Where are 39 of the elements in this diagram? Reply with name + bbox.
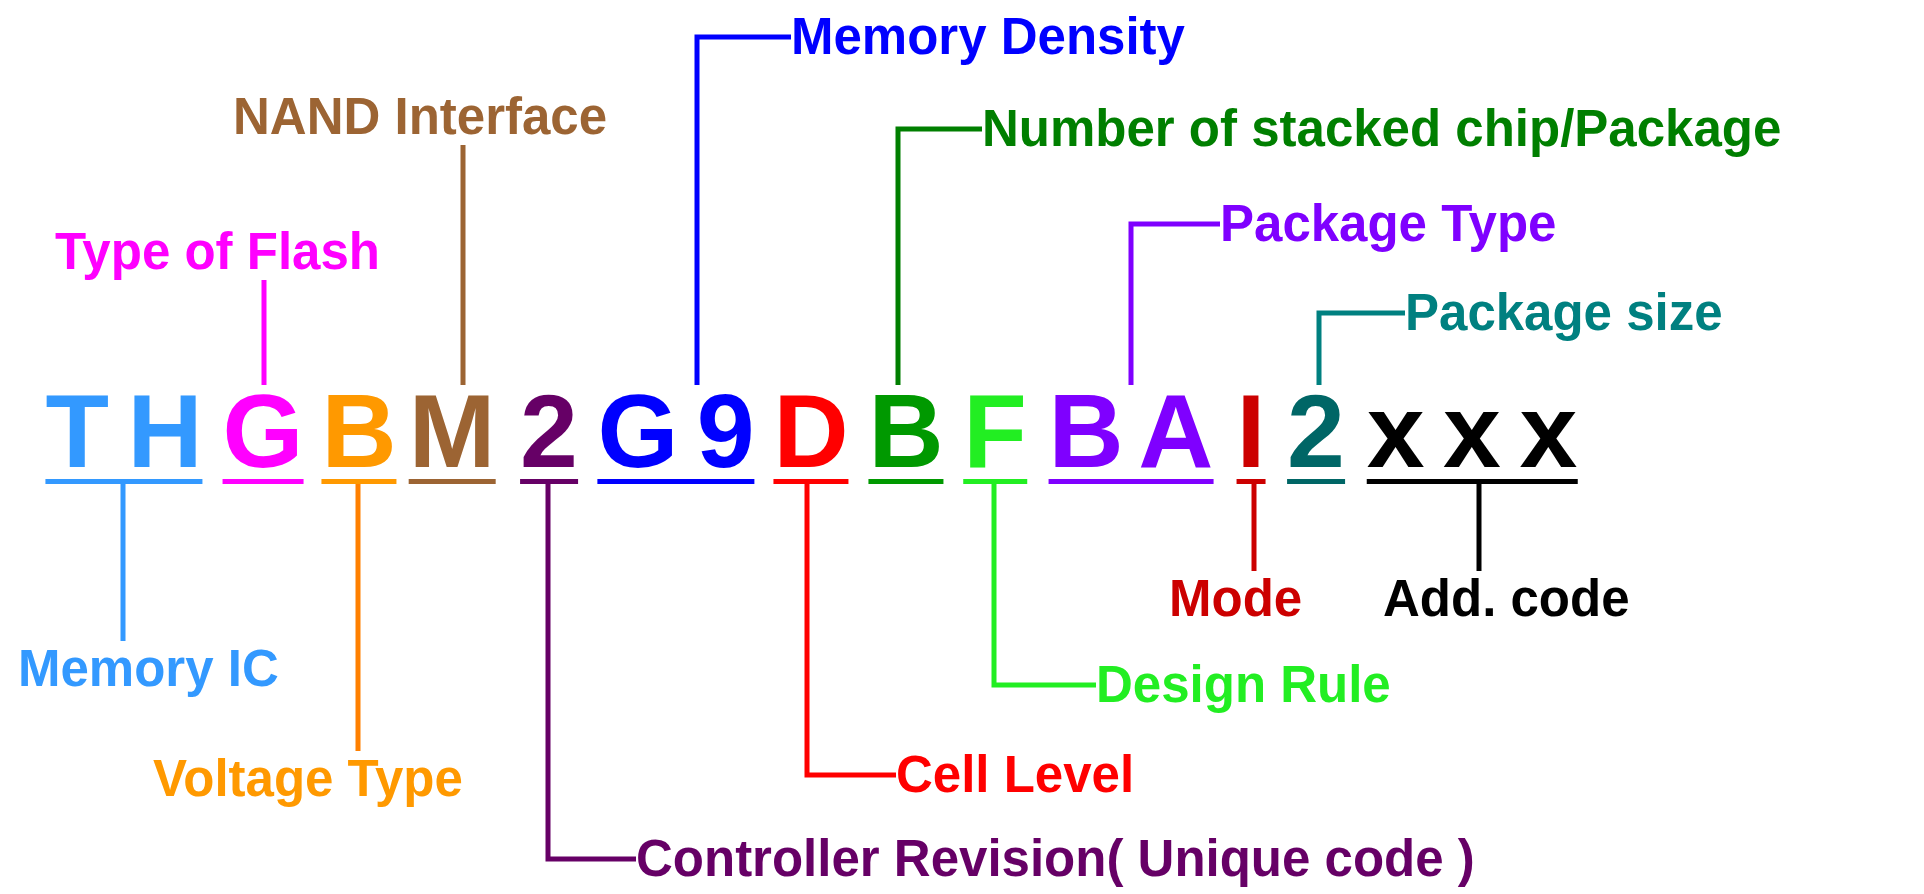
part-code-letters: D	[773, 385, 849, 484]
leader-line	[355, 484, 361, 751]
part-code-letters: I	[1236, 385, 1266, 484]
leader-line	[991, 484, 1096, 688]
leader-line	[460, 145, 466, 385]
part-code-letters: 2	[1287, 385, 1345, 484]
leader-line	[1316, 310, 1405, 385]
leader-line	[261, 280, 267, 385]
field-label: Package Type	[1220, 196, 1557, 252]
field-label: Voltage Type	[153, 751, 463, 807]
leader-line	[694, 34, 791, 385]
part-code-letters: x x x	[1366, 385, 1578, 484]
part-code-letters: B	[868, 385, 944, 484]
part-code-letters: B	[321, 385, 397, 484]
part-code-letters: 2	[520, 385, 578, 484]
field-label: NAND Interface	[233, 89, 608, 145]
leader-line	[804, 484, 896, 778]
leader-line	[545, 484, 636, 862]
field-label: Memory Density	[791, 9, 1185, 65]
part-code-letters: F	[963, 385, 1027, 484]
part-code-letters: M	[408, 385, 496, 484]
part-code-letters: B A	[1048, 385, 1214, 484]
leader-line	[895, 126, 982, 385]
field-label: Cell Level	[896, 747, 1135, 803]
leader-line	[1128, 221, 1220, 385]
leader-line	[1476, 484, 1482, 571]
part-code-letters: T H	[45, 385, 203, 484]
leader-line	[120, 484, 126, 641]
field-label: Mode	[1169, 571, 1303, 627]
part-code-letters: G 9	[597, 385, 755, 484]
field-label: Type of Flash	[55, 224, 380, 280]
leader-line	[1251, 484, 1257, 571]
field-label: Add. code	[1383, 571, 1630, 627]
field-label: Package size	[1405, 285, 1723, 341]
part-code-letters: G	[222, 385, 304, 484]
field-label: Controller Revision( Unique code )	[636, 831, 1475, 887]
field-label: Number of stacked chip/Package	[982, 101, 1782, 157]
field-label: Design Rule	[1096, 657, 1391, 713]
field-label: Memory IC	[18, 641, 279, 697]
